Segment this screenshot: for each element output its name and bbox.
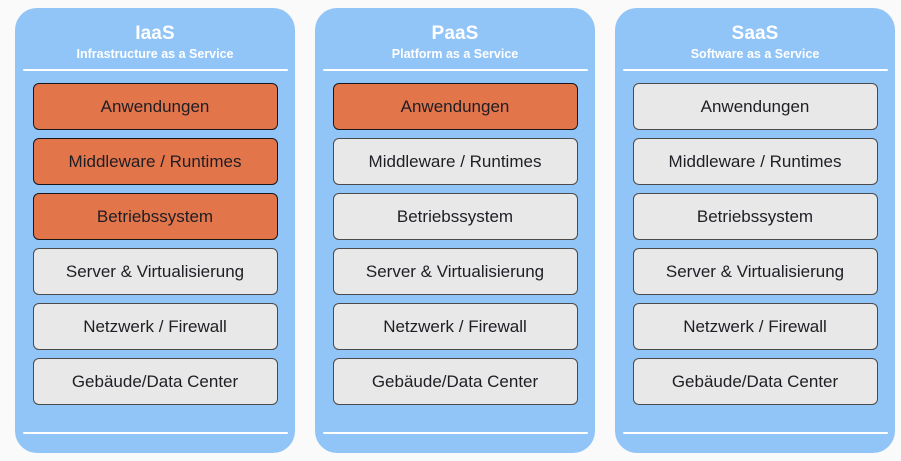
layer-netzwerk-firewall-iaas[interactable]: Netzwerk / Firewall xyxy=(32,303,278,350)
panel-header-iaas: IaaS Infrastructure as a Service xyxy=(15,8,295,62)
service-model-panel-iaas[interactable]: IaaS Infrastructure as a Service Anwendu… xyxy=(15,8,295,453)
panel-header-paas: PaaS Platform as a Service xyxy=(315,8,595,62)
layer-middleware-runtimes-saas[interactable]: Middleware / Runtimes xyxy=(632,138,878,185)
panel-subtitle-paas: Platform as a Service xyxy=(391,47,519,61)
layer-server-virtualisierung-iaas[interactable]: Server & Virtualisierung xyxy=(32,248,278,295)
panel-subtitle-iaas: Infrastructure as a Service xyxy=(76,47,234,61)
layer-netzwerk-firewall-saas[interactable]: Netzwerk / Firewall xyxy=(632,303,878,350)
layer-middleware-runtimes-iaas[interactable]: Middleware / Runtimes xyxy=(32,138,278,185)
layer-gebaeude-data-center-paas[interactable]: Gebäude/Data Center xyxy=(332,358,578,405)
layer-anwendungen-saas[interactable]: Anwendungen xyxy=(632,83,878,130)
header-divider-iaas xyxy=(22,69,288,71)
layer-netzwerk-firewall-paas[interactable]: Netzwerk / Firewall xyxy=(332,303,578,350)
layer-stack-saas: Anwendungen Middleware / Runtimes Betrie… xyxy=(632,83,878,405)
service-model-panel-paas[interactable]: PaaS Platform as a Service Anwendungen M… xyxy=(315,8,595,453)
panel-title-iaas: IaaS xyxy=(135,23,175,44)
service-model-panel-saas[interactable]: SaaS Software as a Service Anwendungen M… xyxy=(615,8,895,453)
header-divider-paas xyxy=(322,69,588,71)
layer-gebaeude-data-center-iaas[interactable]: Gebäude/Data Center xyxy=(32,358,278,405)
layer-stack-paas: Anwendungen Middleware / Runtimes Betrie… xyxy=(332,83,578,405)
layer-stack-iaas: Anwendungen Middleware / Runtimes Betrie… xyxy=(32,83,278,405)
layer-anwendungen-iaas[interactable]: Anwendungen xyxy=(32,83,278,130)
layer-middleware-runtimes-paas[interactable]: Middleware / Runtimes xyxy=(332,138,578,185)
layer-server-virtualisierung-saas[interactable]: Server & Virtualisierung xyxy=(632,248,878,295)
panel-header-saas: SaaS Software as a Service xyxy=(615,8,895,62)
layer-betriebssystem-iaas[interactable]: Betriebssystem xyxy=(32,193,278,240)
layer-server-virtualisierung-paas[interactable]: Server & Virtualisierung xyxy=(332,248,578,295)
layer-gebaeude-data-center-saas[interactable]: Gebäude/Data Center xyxy=(632,358,878,405)
panel-subtitle-saas: Software as a Service xyxy=(690,47,820,61)
panel-title-saas: SaaS xyxy=(731,23,779,44)
layer-anwendungen-paas[interactable]: Anwendungen xyxy=(332,83,578,130)
panel-title-paas: PaaS xyxy=(431,23,479,44)
footer-divider-iaas xyxy=(22,432,288,434)
header-divider-saas xyxy=(622,69,888,71)
footer-divider-paas xyxy=(322,432,588,434)
layer-betriebssystem-paas[interactable]: Betriebssystem xyxy=(332,193,578,240)
footer-divider-saas xyxy=(622,432,888,434)
layer-betriebssystem-saas[interactable]: Betriebssystem xyxy=(632,193,878,240)
